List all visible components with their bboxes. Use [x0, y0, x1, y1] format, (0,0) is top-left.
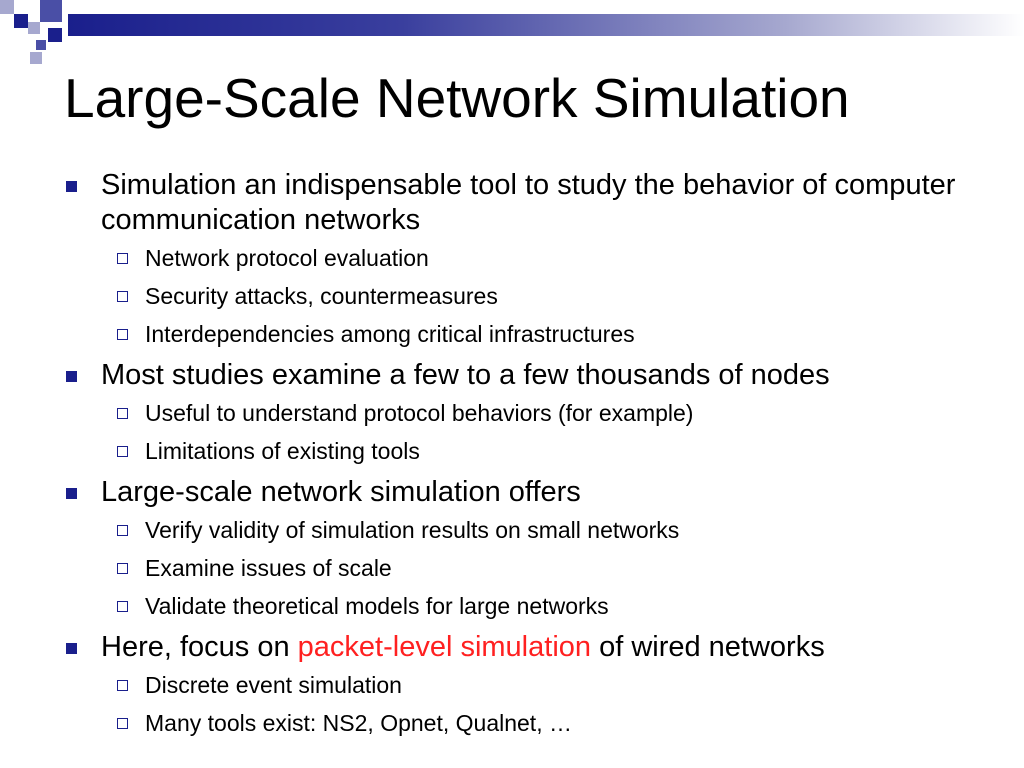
hollow-square-bullet-icon	[117, 563, 128, 574]
sub-bullet-text: Validate theoretical models for large ne…	[145, 593, 609, 619]
bullet-item: Large-scale network simulation offers	[64, 475, 994, 510]
bullet-text-after: of wired networks	[591, 631, 825, 663]
sub-bullet-text: Many tools exist: NS2, Opnet, Qualnet, …	[145, 710, 572, 736]
sub-bullet-list: Network protocol evaluation Security att…	[64, 244, 994, 348]
sub-bullet-text: Limitations of existing tools	[145, 438, 420, 464]
deco-square	[36, 40, 46, 50]
bullet-text-before: Here, focus on	[101, 631, 298, 663]
bullet-item: Here, focus on packet-level simulation o…	[64, 630, 994, 665]
slide-body: Simulation an indispensable tool to stud…	[64, 168, 994, 747]
sub-bullet-item: Discrete event simulation	[64, 671, 994, 699]
hollow-square-bullet-icon	[117, 446, 128, 457]
slide-title: Large-Scale Network Simulation	[64, 67, 850, 129]
deco-square	[40, 0, 62, 22]
sub-bullet-item: Network protocol evaluation	[64, 244, 994, 272]
hollow-square-bullet-icon	[117, 329, 128, 340]
sub-bullet-list: Discrete event simulation Many tools exi…	[64, 671, 994, 737]
sub-bullet-text: Security attacks, countermeasures	[145, 283, 498, 309]
sub-bullet-item: Limitations of existing tools	[64, 437, 994, 465]
deco-square	[48, 28, 62, 42]
deco-square	[14, 14, 28, 28]
bullet-item: Simulation an indispensable tool to stud…	[64, 168, 994, 238]
sub-bullet-text: Network protocol evaluation	[145, 245, 429, 271]
sub-bullet-item: Security attacks, countermeasures	[64, 282, 994, 310]
sub-bullet-list: Useful to understand protocol behaviors …	[64, 399, 994, 465]
square-bullet-icon	[66, 371, 77, 382]
highlighted-text: packet-level simulation	[297, 631, 592, 663]
hollow-square-bullet-icon	[117, 408, 128, 419]
hollow-square-bullet-icon	[117, 525, 128, 536]
sub-bullet-list: Verify validity of simulation results on…	[64, 516, 994, 620]
sub-bullet-text: Useful to understand protocol behaviors …	[145, 400, 694, 426]
bullet-text: Large-scale network simulation offers	[101, 476, 581, 508]
sub-bullet-text: Verify validity of simulation results on…	[145, 517, 680, 543]
bullet-text: Simulation an indispensable tool to stud…	[101, 169, 956, 236]
square-bullet-icon	[66, 488, 77, 499]
sub-bullet-text: Examine issues of scale	[145, 555, 392, 581]
sub-bullet-item: Verify validity of simulation results on…	[64, 516, 994, 544]
sub-bullet-item: Many tools exist: NS2, Opnet, Qualnet, …	[64, 709, 994, 737]
hollow-square-bullet-icon	[117, 718, 128, 729]
hollow-square-bullet-icon	[117, 291, 128, 302]
square-bullet-icon	[66, 181, 77, 192]
deco-square	[28, 22, 40, 34]
sub-bullet-text: Interdependencies among critical infrast…	[145, 321, 635, 347]
deco-square	[30, 52, 42, 64]
sub-bullet-text: Discrete event simulation	[145, 672, 402, 698]
bullet-text: Most studies examine a few to a few thou…	[101, 359, 830, 391]
bullet-item: Most studies examine a few to a few thou…	[64, 358, 994, 393]
hollow-square-bullet-icon	[117, 680, 128, 691]
sub-bullet-item: Validate theoretical models for large ne…	[64, 592, 994, 620]
deco-square	[0, 0, 14, 14]
sub-bullet-item: Useful to understand protocol behaviors …	[64, 399, 994, 427]
square-bullet-icon	[66, 643, 77, 654]
hollow-square-bullet-icon	[117, 601, 128, 612]
sub-bullet-item: Examine issues of scale	[64, 554, 994, 582]
sub-bullet-item: Interdependencies among critical infrast…	[64, 320, 994, 348]
header-gradient-bar	[68, 14, 1024, 36]
hollow-square-bullet-icon	[117, 253, 128, 264]
